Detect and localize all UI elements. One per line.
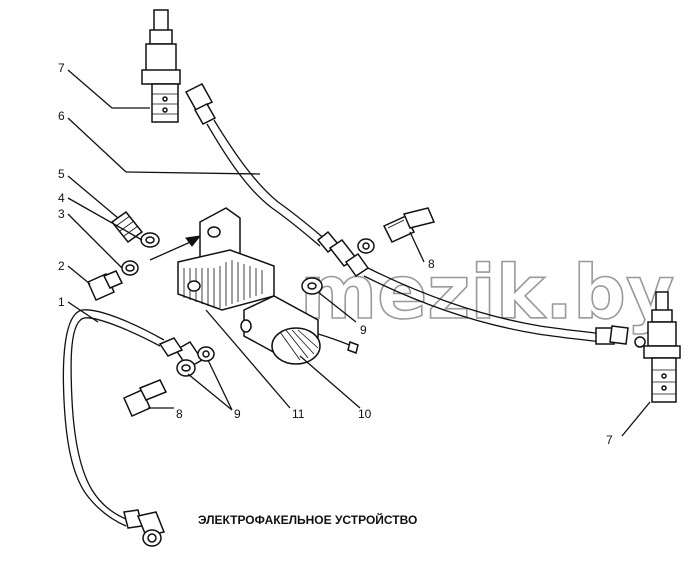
fuel-pipe-upper (184, 83, 358, 268)
plug-bolt-2 (87, 260, 139, 301)
flare-plug-right (643, 291, 681, 403)
callout-7-top: 7 (58, 61, 65, 75)
bolt-8-right (382, 207, 436, 243)
callout-8-right: 8 (428, 257, 435, 271)
callout-7-right: 7 (606, 433, 613, 447)
bracket-11 (177, 207, 275, 311)
bolt-8-bottom (123, 379, 168, 417)
callout-9-bottom: 9 (234, 407, 241, 421)
diagram-title: ЭЛЕКТРОФАКЕЛЬНОЕ УСТРОЙСТВО (198, 512, 417, 527)
callout-2: 2 (58, 259, 65, 273)
fuel-pipe-lower (62, 309, 204, 547)
callout-6: 6 (58, 109, 65, 123)
callout-1: 1 (58, 295, 65, 309)
washer-9-center (301, 238, 375, 295)
assembly-arrow (149, 235, 202, 261)
callout-4: 4 (58, 191, 65, 205)
callout-11: 11 (292, 407, 305, 421)
leader-lines (67, 69, 651, 437)
washer-9-bottom (176, 346, 215, 377)
callout-3: 3 (58, 207, 65, 221)
callout-10: 10 (358, 407, 372, 421)
solenoid-valve-10 (240, 295, 359, 365)
callout-9-mid: 9 (360, 323, 367, 337)
callout-8-bottom: 8 (176, 407, 183, 421)
fuel-pipe-right (344, 252, 646, 348)
callout-5: 5 (58, 167, 65, 181)
flare-plug-top (141, 9, 181, 123)
fitting-5 (110, 210, 160, 248)
